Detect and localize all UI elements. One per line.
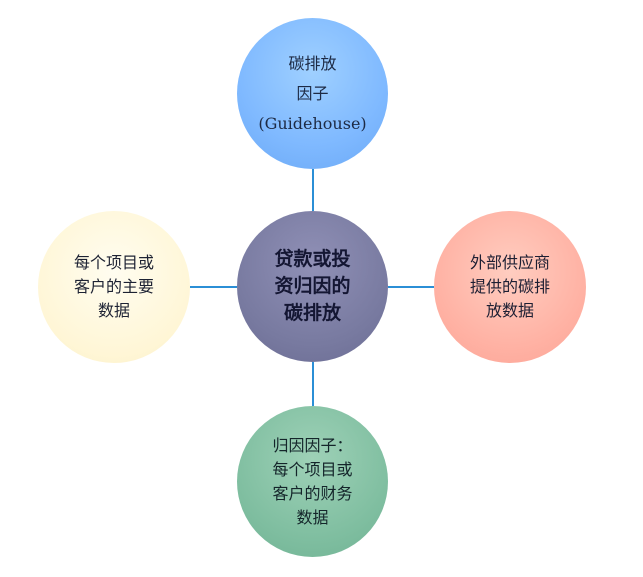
node-primary-data-line-1: 每个项目或: [73, 253, 154, 272]
node-emission-factor-line-1: 碳排放: [288, 53, 337, 73]
node-attributed-emissions: 贷款或投 资归因的 碳排放: [237, 211, 388, 362]
connector-left: [190, 286, 237, 288]
node-supplier-emission-data-line-1: 外部供应商: [469, 253, 550, 272]
node-primary-data-line-2: 客户的主要: [73, 277, 154, 296]
connector-top: [312, 169, 314, 211]
node-supplier-emission-data: 外部供应商 提供的碳排 放数据: [434, 211, 586, 363]
node-attribution-factor-line-3: 客户的财务: [272, 483, 353, 503]
node-emission-factor-line-2: 因子: [296, 83, 329, 103]
node-attribution-factor-line-2: 每个项目或: [272, 459, 353, 479]
node-attributed-emissions-line-2: 资归因的: [274, 275, 351, 297]
connector-bottom: [312, 362, 314, 406]
node-primary-data: 每个项目或 客户的主要 数据: [38, 211, 190, 363]
node-attribution-factor-line-4: 数据: [296, 507, 329, 527]
node-emission-factor: 碳排放 因子 (Guidehouse): [237, 18, 388, 169]
node-attribution-factor-line-1: 归因因子：: [272, 435, 353, 455]
node-primary-data-line-3: 数据: [97, 301, 130, 320]
node-attributed-emissions-line-3: 碳排放: [283, 302, 341, 324]
node-attribution-factor: 归因因子： 每个项目或 客户的财务 数据: [237, 406, 388, 557]
node-emission-factor-line-3: (Guidehouse): [258, 113, 367, 133]
node-supplier-emission-data-line-3: 放数据: [485, 301, 534, 320]
node-attributed-emissions-line-1: 贷款或投: [274, 248, 351, 270]
node-supplier-emission-data-line-2: 提供的碳排: [469, 277, 550, 296]
connector-right: [388, 286, 434, 288]
